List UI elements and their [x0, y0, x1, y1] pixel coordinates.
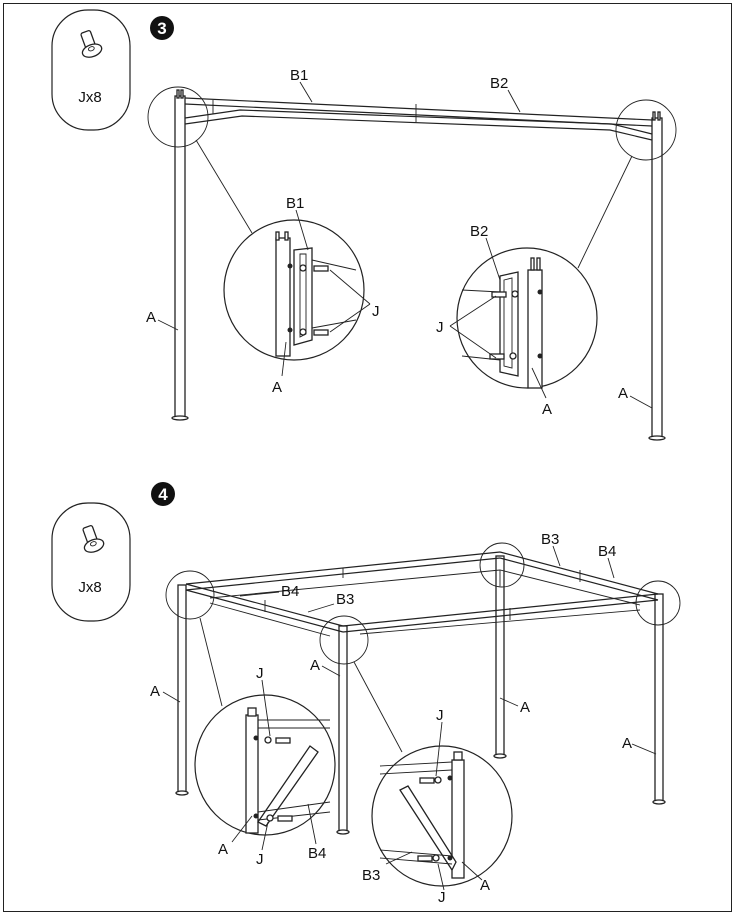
label-b4-detail-left: B4	[308, 845, 326, 862]
hardware-box-outline	[51, 9, 131, 131]
bolt-icon	[80, 30, 103, 58]
pole-a-left	[171, 89, 189, 421]
callout-circle-right	[615, 99, 677, 161]
step-number-label: 3	[157, 19, 166, 38]
label-a-detail-right: A	[480, 877, 490, 894]
label-b4-left: B4	[281, 583, 299, 600]
hardware-box-step3: Jx8	[51, 9, 131, 131]
label-b1-top: B1	[290, 67, 308, 84]
callout-circle-front-left	[165, 570, 215, 620]
label-a-front-left: A	[150, 683, 160, 700]
detail-view-right-step3	[456, 247, 598, 389]
label-a-detail-left: A	[218, 841, 228, 858]
pole-a-back	[493, 555, 507, 759]
label-a-right: A	[622, 735, 632, 752]
detail-view-left-step4	[194, 694, 336, 836]
bolt-icon	[82, 525, 105, 553]
label-j-detail-left: J	[372, 303, 380, 320]
hardware-box-step4: Jx8	[51, 502, 131, 622]
page-border	[3, 3, 732, 912]
label-j2-detail-right: J	[438, 889, 446, 906]
pole-a-right	[648, 111, 666, 441]
hardware-box-outline	[51, 502, 131, 622]
label-b3-detail-right: B3	[362, 867, 380, 884]
callout-circle-right	[635, 580, 681, 626]
label-a-left: A	[146, 309, 156, 326]
label-j-detail-left: J	[256, 665, 264, 682]
label-b1-detail: B1	[286, 195, 304, 212]
hardware-quantity-label: Jx8	[78, 579, 101, 596]
leader-lines-step3	[157, 81, 653, 409]
label-a-detail-right: A	[542, 401, 552, 418]
label-j-detail-right: J	[436, 319, 444, 336]
roof-frame-beams	[185, 551, 659, 637]
pole-a-right	[652, 593, 666, 805]
label-j-detail-right: J	[436, 707, 444, 724]
callout-circle-left	[147, 86, 209, 148]
label-a-right: A	[618, 385, 628, 402]
label-b2-top: B2	[490, 75, 508, 92]
step-3: Jx8 3	[51, 9, 677, 441]
label-b3-mid: B3	[336, 591, 354, 608]
label-b2-detail: B2	[470, 223, 488, 240]
label-b3-top: B3	[541, 531, 559, 548]
detail-view-right-step4	[371, 745, 513, 887]
pole-a-front-mid	[336, 625, 350, 835]
hardware-quantity-label: Jx8	[78, 89, 101, 106]
callout-circle-back	[479, 542, 525, 588]
detail-view-left-step3	[223, 219, 365, 361]
callout-circle-front-mid	[319, 615, 369, 665]
label-a-front-mid: A	[310, 657, 320, 674]
leader-lines-step4	[162, 545, 657, 891]
beam-b1-b2	[184, 97, 653, 141]
label-a-detail-left: A	[272, 379, 282, 396]
label-j2-detail-left: J	[256, 851, 264, 868]
step-number-label: 4	[158, 485, 168, 504]
step-number-3: 3	[150, 16, 174, 40]
label-b4-top: B4	[598, 543, 616, 560]
label-a-back: A	[520, 699, 530, 716]
step-4: Jx8 4	[51, 482, 681, 906]
pole-a-front-left	[175, 584, 189, 796]
step-number-4: 4	[151, 482, 175, 506]
